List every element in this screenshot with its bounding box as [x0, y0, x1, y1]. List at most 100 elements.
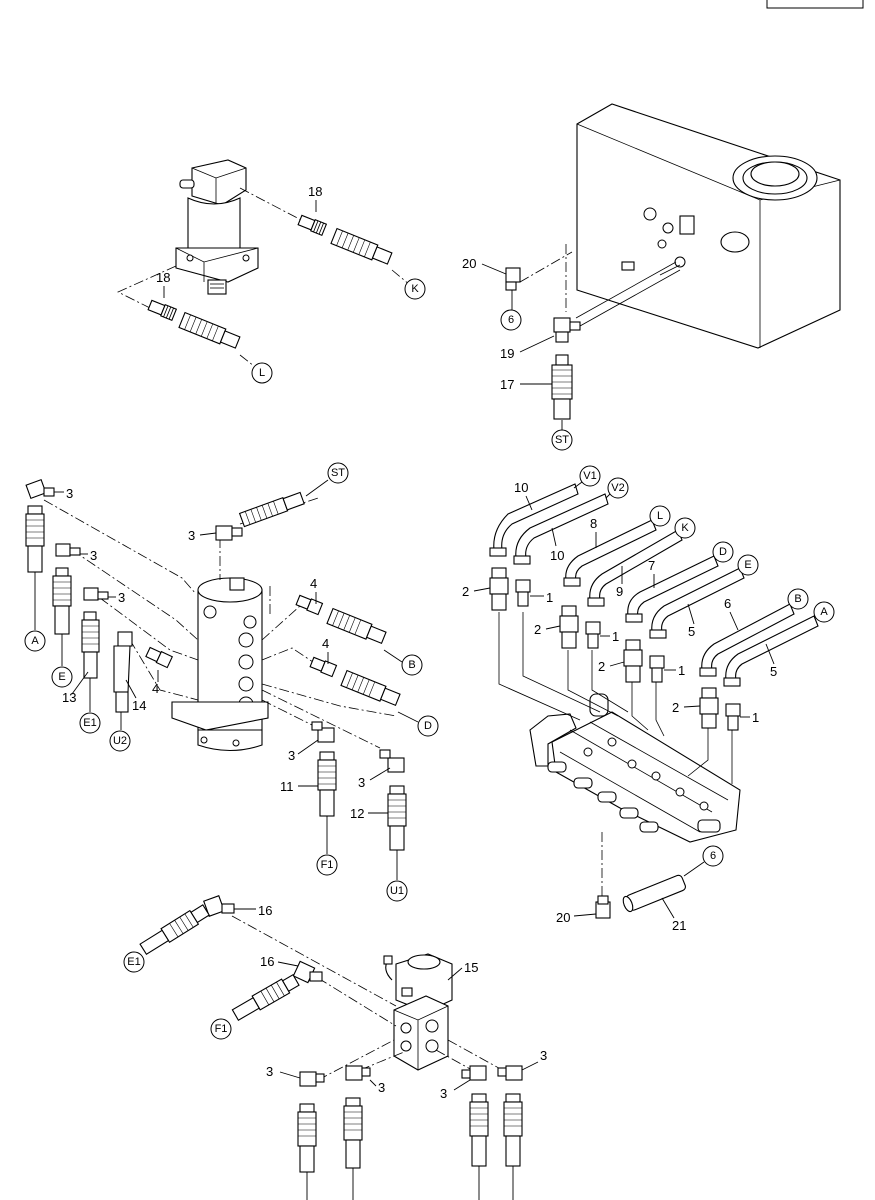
part-label-3-13: 3 — [118, 590, 125, 605]
elbow-16-lower — [292, 960, 323, 984]
conn-ref-6-top: 6 — [508, 314, 514, 326]
part-label-3-bottom-a: 3 — [266, 1064, 273, 1079]
hose-13-E1 — [81, 611, 100, 679]
page-corner-box — [766, 0, 864, 9]
conn-ref-K-valve: K — [681, 522, 689, 534]
motor-to-fitting-18b-line — [117, 265, 177, 309]
conn-ref-V1: V1 — [583, 470, 596, 482]
conn-ref-D-left: D — [424, 720, 432, 732]
conn-ref-E1-left: E1 — [83, 717, 96, 729]
solenoid-valve-15 — [383, 953, 453, 1071]
fitting-18-upper — [297, 214, 328, 237]
conn-ref-B-valve: B — [794, 593, 801, 605]
hose-17-to-ST — [551, 354, 573, 420]
pipe-8-L — [563, 519, 657, 587]
pipe-6-B — [699, 603, 795, 677]
part-label-1-a: 1 — [546, 590, 553, 605]
part-label-4-d: 4 — [322, 636, 329, 651]
fitting-2-c — [623, 639, 643, 683]
pipe-10-V2 — [513, 493, 609, 565]
conn-ref-F1-mid: F1 — [321, 859, 334, 871]
part-label-19: 19 — [500, 346, 514, 361]
tee-19 — [553, 317, 581, 343]
fitting-1-a — [515, 579, 531, 607]
conn-ref-E-left: E — [58, 671, 65, 683]
elbow-3-bottom-b — [345, 1065, 371, 1081]
hose-F1-bottom — [231, 974, 300, 1021]
part-label-4-left: 4 — [152, 681, 159, 696]
conn-ref-ST-top: ST — [555, 434, 569, 446]
part-label-3-top: 3 — [188, 528, 195, 543]
hose-bottom-c — [469, 1093, 489, 1167]
fitting-18-lower — [147, 299, 178, 322]
conn-ref-U1-mid: U1 — [390, 885, 404, 897]
fitting-1-b — [585, 621, 601, 649]
conn-ref-F1-bottom: F1 — [215, 1023, 228, 1035]
hose-11-F1 — [317, 751, 337, 817]
elbow-20-valve — [595, 895, 611, 919]
hose-A — [25, 505, 45, 573]
part-label-18-upper: 18 — [308, 184, 322, 199]
part-label-1-c: 1 — [678, 663, 685, 678]
part-label-2-c: 2 — [598, 659, 605, 674]
part-label-11: 11 — [280, 779, 294, 794]
motor-to-fitting-18-line — [239, 187, 306, 223]
part-label-2-a: 2 — [462, 584, 469, 599]
part-label-3-bottom-d: 3 — [540, 1048, 547, 1063]
part-label-4-b: 4 — [310, 576, 317, 591]
part-label-12: 12 — [350, 806, 364, 821]
hose-B-swivel — [326, 607, 387, 645]
conn-ref-E-valve: E — [744, 559, 751, 571]
part-label-10-b: 10 — [550, 548, 564, 563]
hose-D-swivel — [340, 669, 401, 707]
fitting-1-c — [649, 655, 665, 683]
conn-ref-K-top: K — [411, 283, 419, 295]
hose-to-K — [330, 227, 393, 265]
part-label-20-top: 20 — [462, 256, 476, 271]
control-valve-block — [529, 693, 741, 843]
pipe-5-A — [723, 615, 819, 687]
fitting-4-left — [145, 646, 174, 669]
hose-12-U1 — [387, 785, 407, 851]
elbow-3-bottom-d — [497, 1065, 523, 1081]
pipe-7-D — [625, 555, 719, 623]
fitting-2-b — [559, 605, 579, 649]
hose-E — [52, 567, 72, 635]
elbow-16-upper — [203, 895, 235, 917]
elbow-3-13 — [83, 587, 109, 601]
part-label-16-lower: 16 — [260, 954, 274, 969]
conn-ref-B-left: B — [408, 659, 415, 671]
pipe-5-E — [649, 567, 745, 639]
part-label-3-bottom-b: 3 — [378, 1080, 385, 1095]
conn-ref-E1-bottom: E1 — [127, 956, 140, 968]
part-label-5-a: 5 — [770, 664, 777, 679]
part-label-10-a: 10 — [514, 480, 528, 495]
hose-E1-bottom — [139, 904, 210, 956]
conn-ref-L-valve: L — [657, 510, 663, 522]
part-label-15: 15 — [464, 960, 478, 975]
part-label-1-b: 1 — [612, 629, 619, 644]
elbow-3-bottom-c — [461, 1065, 487, 1081]
part-label-16-upper: 16 — [258, 903, 272, 918]
elbow-3-12 — [379, 749, 405, 773]
part-label-3-11: 3 — [288, 748, 295, 763]
elbow-3-swivel-top — [215, 525, 243, 541]
part-label-3-12: 3 — [358, 775, 365, 790]
elbow-3-A — [25, 478, 55, 500]
hose-to-L — [178, 311, 241, 349]
fitting-2-d — [699, 687, 719, 729]
conn-ref-V2: V2 — [611, 482, 624, 494]
conn-ref-U2-left: U2 — [113, 735, 127, 747]
part-label-20-bottom: 20 — [556, 910, 570, 925]
conn-ref-ST-mid: ST — [331, 467, 345, 479]
part-label-3-bottom-c: 3 — [440, 1086, 447, 1101]
hose-bottom-a — [297, 1103, 317, 1173]
part-label-3-e: 3 — [90, 548, 97, 563]
swivel-joint — [171, 577, 269, 751]
part-label-5-e: 5 — [688, 624, 695, 639]
elbow-3-11 — [311, 721, 335, 743]
part-label-7: 7 — [648, 558, 655, 573]
conn-ref-L-top: L — [259, 367, 265, 379]
part-label-14: 14 — [132, 698, 146, 713]
